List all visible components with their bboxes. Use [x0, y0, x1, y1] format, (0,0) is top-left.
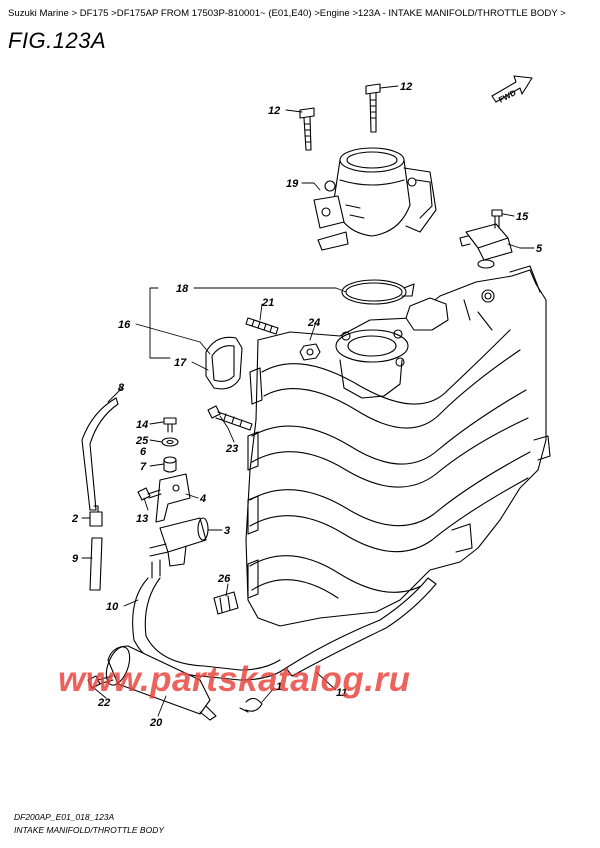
callout-15: 15 — [516, 211, 529, 223]
screw-14 — [163, 417, 177, 433]
bolt-23 — [207, 405, 253, 431]
breadcrumb[interactable]: Suzuki Marine > DF175 >DF175AP FROM 1750… — [8, 8, 566, 19]
fwd-arrow-icon: FWD — [491, 75, 533, 105]
callout-21: 21 — [261, 297, 274, 309]
gasket-18 — [341, 279, 415, 305]
intake-manifold — [245, 265, 551, 627]
callout-12a: 12 — [268, 105, 280, 117]
grommet-7 — [163, 456, 177, 473]
callout-10: 10 — [106, 601, 119, 613]
callout-9: 9 — [72, 553, 79, 565]
leader-lines — [81, 85, 535, 717]
bolt-12-left — [299, 107, 315, 151]
callout-22: 22 — [97, 697, 110, 709]
callout-13: 13 — [136, 513, 148, 525]
hose-9 — [89, 537, 103, 591]
watermark: www.partskatalog.ru — [58, 660, 411, 699]
callout-25: 25 — [135, 435, 149, 447]
callout-5: 5 — [536, 243, 543, 255]
callout-20: 20 — [149, 717, 163, 729]
callout-labels: 12 12 19 15 5 18 21 16 24 17 8 14 25 23 … — [71, 81, 543, 729]
callout-24: 24 — [307, 317, 320, 329]
callout-4: 4 — [199, 493, 206, 505]
hose-8 — [81, 397, 119, 511]
cap-26 — [213, 591, 239, 615]
callout-18: 18 — [176, 283, 189, 295]
figure-code: DF200AP_E01_018_123A — [14, 812, 115, 822]
nut-24 — [299, 343, 321, 361]
callout-2: 2 — [71, 513, 78, 525]
callout-7: 7 — [140, 461, 147, 473]
screw-15 — [491, 209, 503, 229]
bolt-13 — [137, 487, 162, 501]
hose-11 — [285, 577, 437, 677]
callout-26: 26 — [217, 573, 231, 585]
bracket-4 — [155, 473, 191, 523]
figure-name: INTAKE MANIFOLD/THROTTLE BODY — [14, 825, 165, 835]
clamp-2 — [89, 505, 103, 527]
washer-25 — [161, 437, 179, 447]
muffler-20 — [105, 645, 217, 721]
callout-23: 23 — [225, 443, 238, 455]
gasket-17 — [205, 336, 243, 390]
callout-11: 11 — [336, 687, 347, 699]
figure-title: FIG.123A — [8, 28, 107, 53]
clip-1 — [239, 697, 263, 713]
callout-3: 3 — [224, 525, 230, 537]
stud-21 — [245, 317, 279, 335]
callout-16: 16 — [118, 319, 131, 331]
sensor-5 — [459, 223, 513, 269]
throttle-body — [313, 147, 437, 251]
callout-17: 17 — [174, 357, 187, 369]
bolt-12-right — [365, 83, 381, 133]
callout-12b: 12 — [400, 81, 412, 93]
solenoid-valve-3 — [149, 517, 209, 579]
callout-14: 14 — [136, 419, 148, 431]
screw-22 — [87, 675, 114, 689]
callout-19: 19 — [286, 178, 299, 190]
callout-8: 8 — [118, 382, 125, 394]
callout-1: 1 — [276, 681, 282, 693]
callout-6: 6 — [140, 446, 147, 458]
